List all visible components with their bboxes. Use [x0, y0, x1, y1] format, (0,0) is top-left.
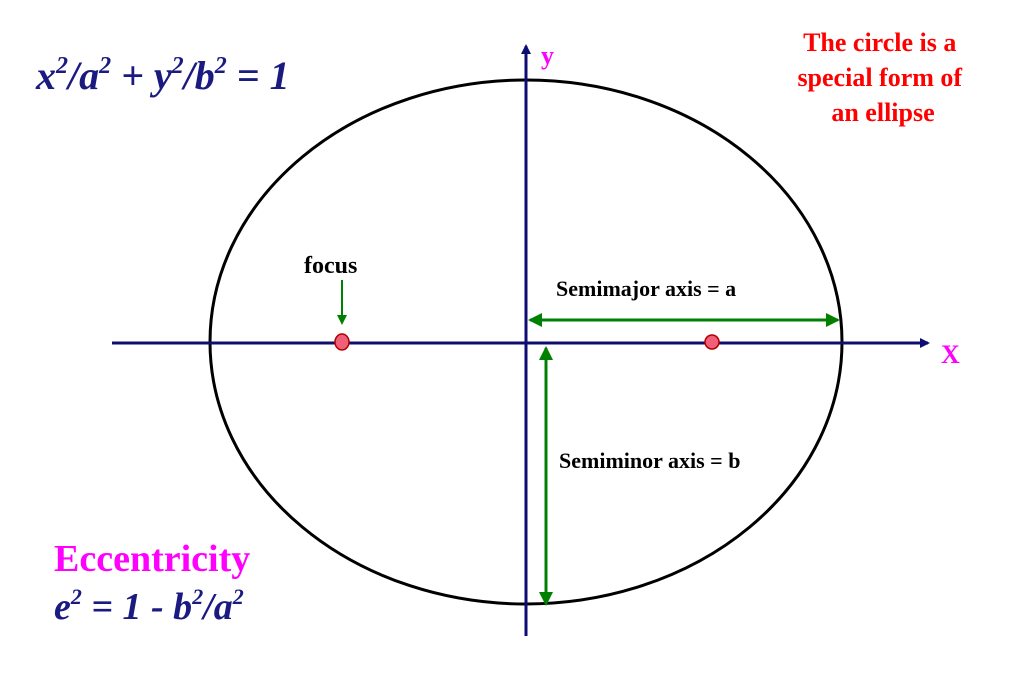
semiminor-label: Semiminor axis = b [559, 448, 740, 473]
eccentricity-title: Eccentricity [54, 538, 250, 580]
ellipse-equation: x2/a2 + y2/b2 = 1 [35, 53, 290, 98]
eccentricity-equation: e2 = 1 - b2/a2 [54, 584, 244, 628]
focus-point-right [704, 334, 720, 350]
x-axis-label: X [941, 340, 960, 369]
focus-label: focus [304, 253, 357, 279]
y-axis-label: y [541, 41, 554, 70]
circle-note: The circle is a special form of an ellip… [797, 28, 968, 127]
focus-point-left [334, 333, 350, 351]
semimajor-label: Semimajor axis = a [556, 276, 736, 301]
